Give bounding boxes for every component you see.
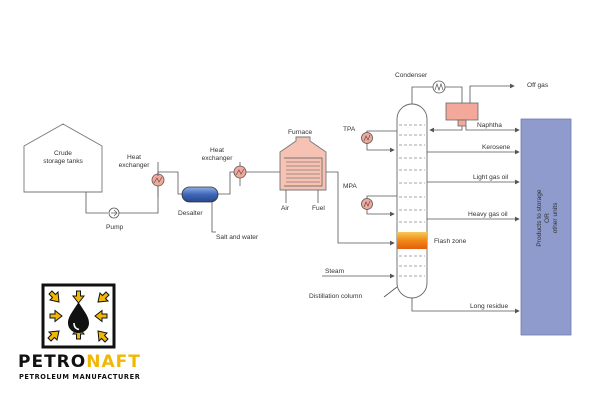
brand-tagline: PETROLEUM MANUFACTURER (19, 373, 141, 381)
tpa-loop (366, 130, 397, 150)
brand-name-part1: PETRO (18, 352, 87, 372)
furnace-column-line (326, 171, 395, 246)
crude-storage-tank-shape (23, 123, 103, 193)
furnace-unit (279, 136, 327, 191)
petronaft-logo-icon (16, 283, 141, 387)
brand-name-part2: NAFT (86, 352, 141, 372)
distillation-column-shape (396, 103, 428, 299)
heat-exchanger-2-label: Heat exchanger (201, 147, 233, 162)
condenser-label: Condenser (395, 72, 428, 79)
heat-exchanger-2-symbol (233, 162, 247, 186)
off-gas-line (469, 83, 515, 103)
flash-zone-label: Flash zone (434, 238, 467, 245)
brand-name: PETRONAFT (18, 352, 141, 372)
crude-storage-label: Crude storage tanks (43, 150, 83, 165)
reflux-drum (445, 102, 479, 127)
salt-water-line (211, 202, 216, 233)
condenser-symbol (432, 80, 446, 94)
pump-line (119, 186, 159, 214)
long-residue-line (411, 298, 520, 314)
mpa-exchanger-symbol (361, 198, 373, 210)
air-label: Air (281, 205, 290, 212)
mpa-label: MPA (343, 183, 357, 190)
heat-exchanger-1-label: Heat exchanger (118, 154, 150, 169)
column-label-line (383, 286, 398, 298)
products-storage-label: Products to storage OR other units (536, 189, 559, 247)
steam-label: Steam (325, 268, 345, 275)
furnace-label: Furnace (288, 129, 313, 136)
tpa-exchanger-symbol (361, 132, 373, 144)
mpa-loop (366, 195, 397, 214)
kerosene-label: Kerosene (482, 144, 511, 151)
heavy-gas-oil-label: Heavy gas oil (468, 211, 508, 218)
naphtha-line (465, 126, 520, 133)
reflux-line (429, 126, 463, 133)
heat-exchanger-1-symbol (151, 162, 165, 197)
desalter-vessel (181, 186, 219, 203)
products-storage-box (520, 118, 572, 336)
condenser-drum-line (445, 86, 463, 103)
light-gas-oil-label: Light gas oil (473, 174, 509, 181)
long-residue-label: Long residue (470, 303, 509, 310)
desalter-label: Desalter (178, 210, 203, 217)
off-gas-label: Off gas (527, 82, 549, 89)
feed-line (85, 192, 108, 214)
fuel-label: Fuel (312, 205, 325, 212)
distillation-column-label: Distillation column (309, 293, 363, 300)
pump-label: Pump (106, 224, 124, 231)
tpa-label: TPA (343, 126, 356, 133)
salt-water-label: Salt and water (216, 234, 259, 241)
he1-desalter-line (157, 171, 182, 195)
naphtha-label: Naphtha (477, 122, 502, 129)
overhead-line (411, 86, 433, 104)
pump-symbol (108, 207, 120, 219)
